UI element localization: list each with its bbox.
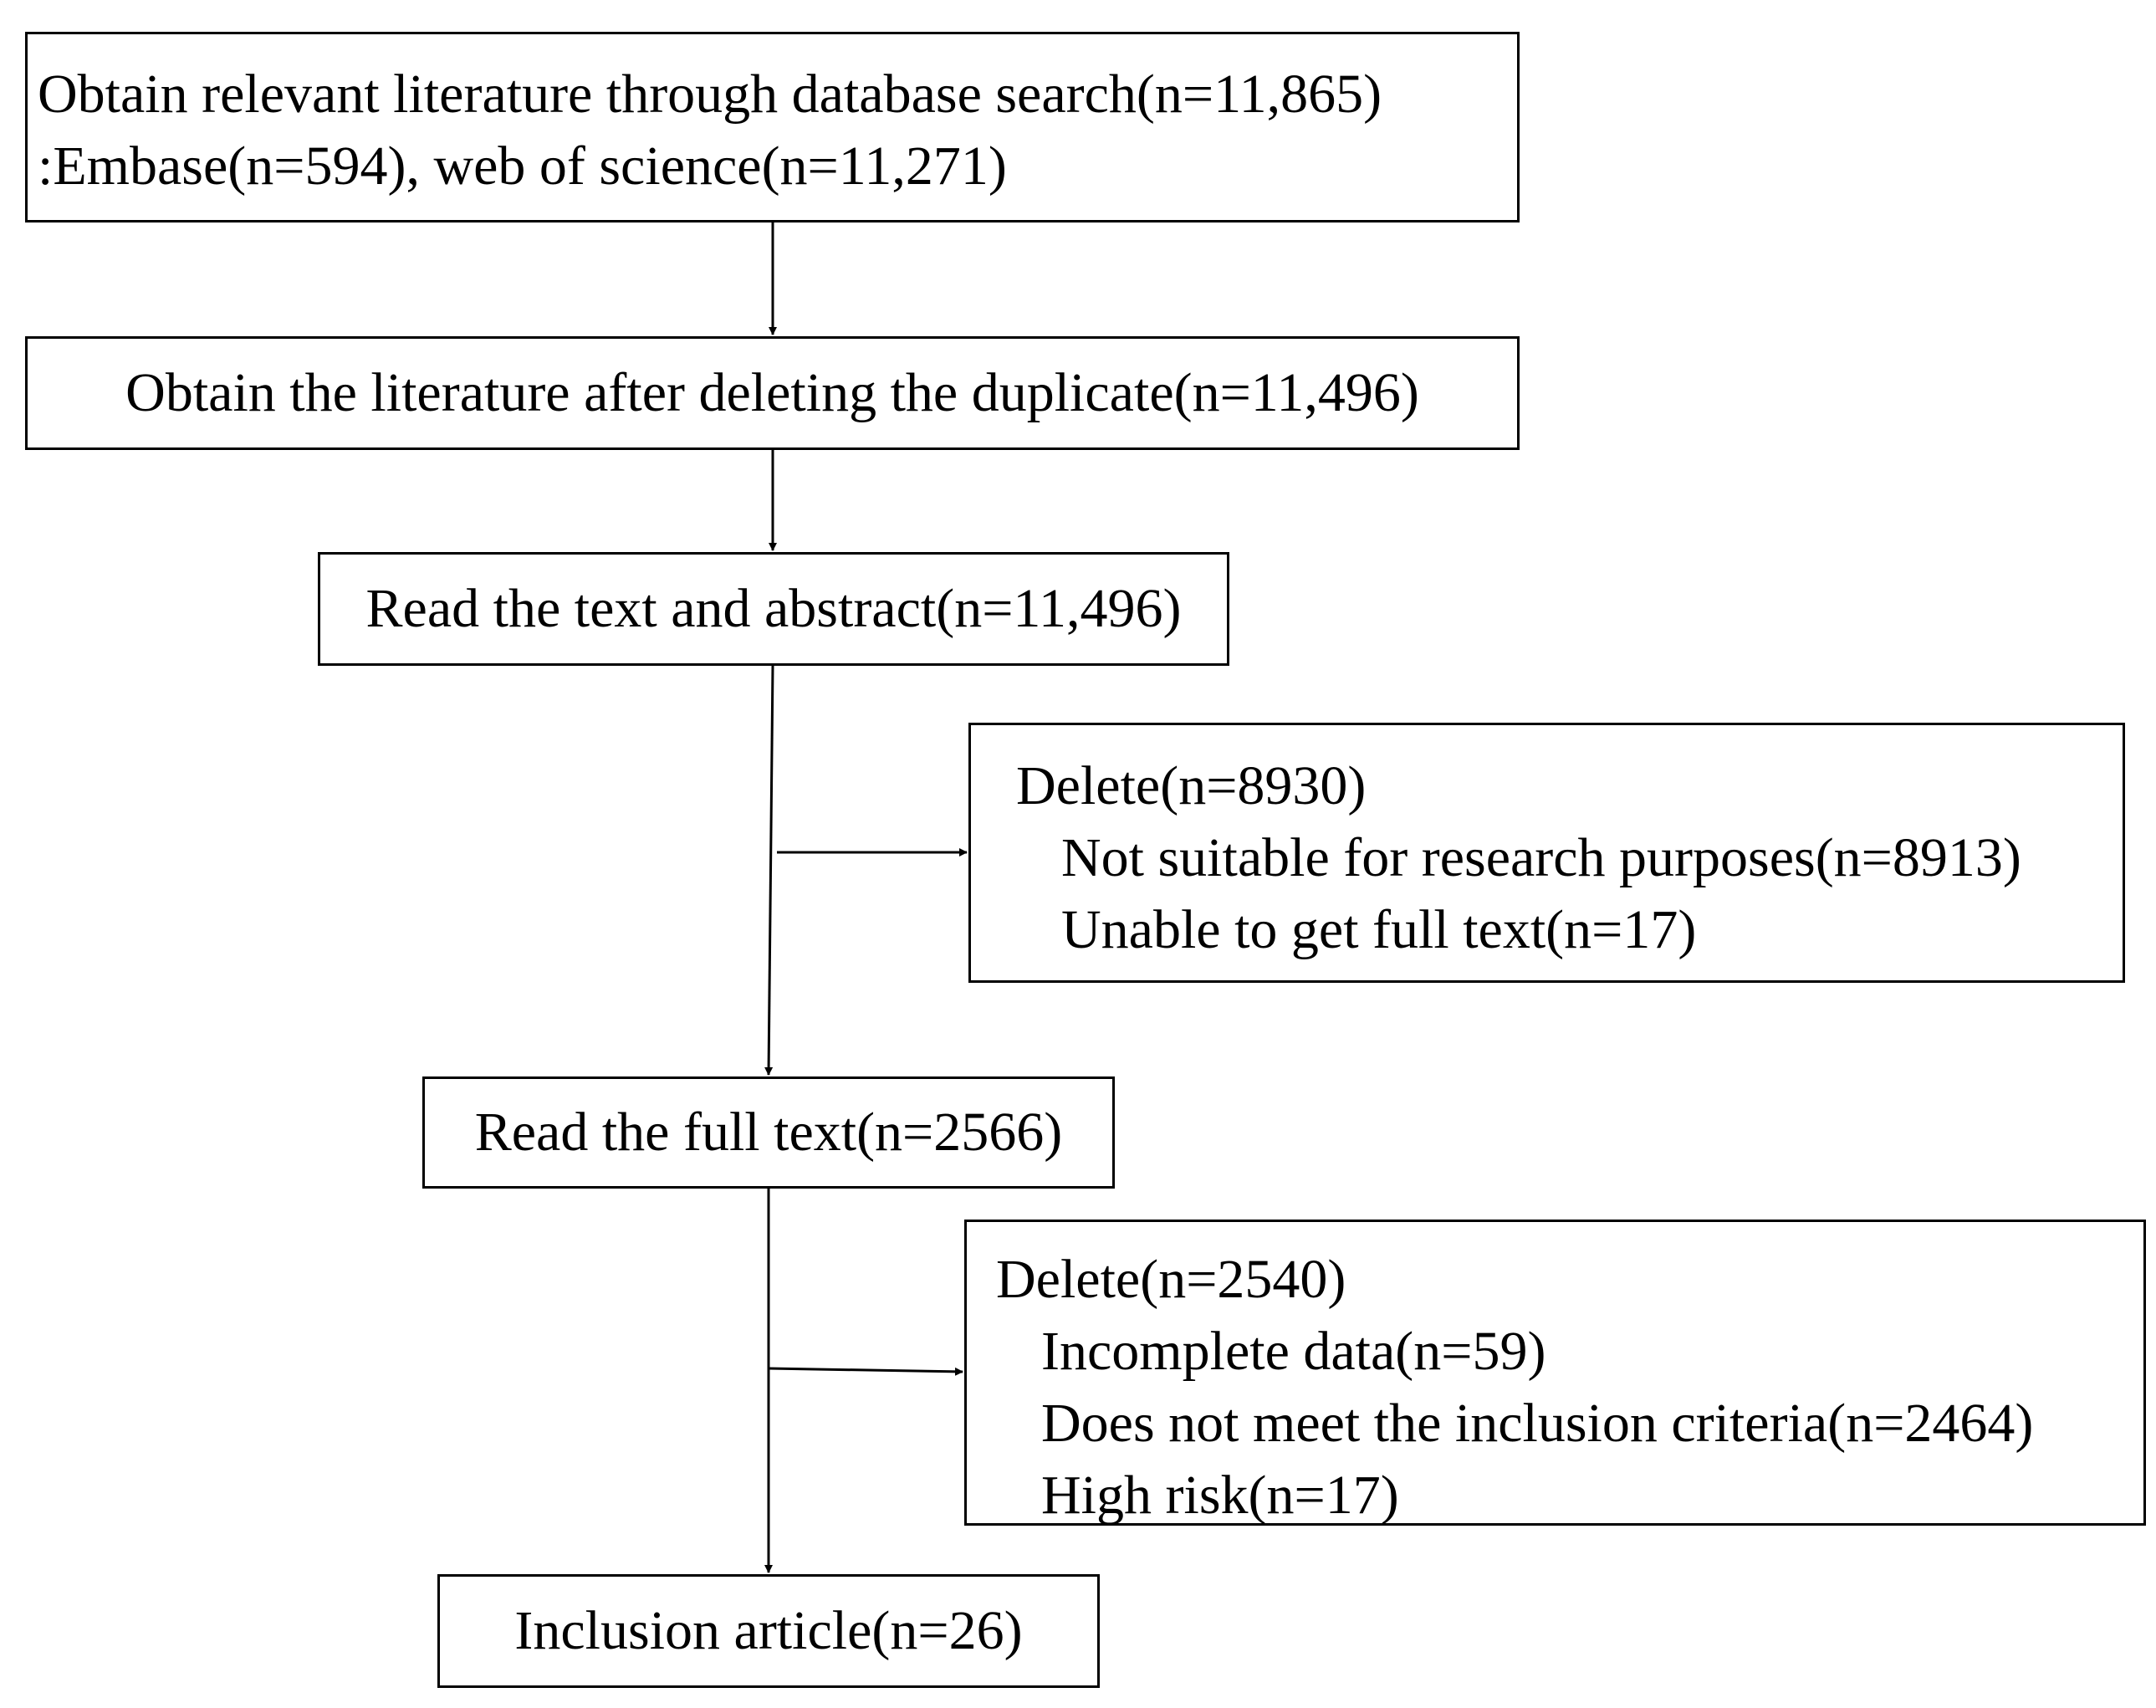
exclusion-box-1: Delete(n=8930) Not suitable for research… (968, 723, 2125, 983)
exclusion-1-title: Delete(n=8930) (1016, 755, 1367, 816)
database-search-line-2: :Embase(n=594), web of science(n=11,271) (38, 136, 1007, 197)
exclusion-1-reason: Not suitable for research purposes(n=891… (1061, 827, 2021, 888)
inclusion-label: Inclusion article(n=26) (514, 1600, 1023, 1661)
exclusion-2-title: Delete(n=2540) (996, 1249, 1346, 1310)
database-search-line-1: Obtain relevant literature through datab… (38, 64, 1382, 125)
exclusion-1-reason: Unable to get full text(n=17) (1061, 899, 1697, 960)
fulltext-screening-label: Read the full text(n=2566) (474, 1102, 1063, 1163)
exclusion-2-reason: Does not meet the inclusion criteria(n=2… (1041, 1393, 2034, 1454)
deduplication-label: Obtain the literature after deleting the… (125, 362, 1419, 423)
exclusion-box-2: Delete(n=2540) Incomplete data(n=59) Doe… (964, 1220, 2146, 1526)
fulltext-screening-box: Read the full text(n=2566) (422, 1076, 1115, 1189)
exclusion-2-reason: High risk(n=17) (1041, 1465, 1399, 1526)
abstract-screening-label: Read the text and abstract(n=11,496) (365, 578, 1182, 639)
arrow-abstract-to-fulltext (764, 665, 774, 1076)
exclusion-2-reason: Incomplete data(n=59) (1041, 1321, 1546, 1382)
arrow-to-exclusion-2 (768, 1367, 963, 1376)
deduplication-box: Obtain the literature after deleting the… (25, 336, 1520, 450)
database-search-box: Obtain relevant literature through datab… (25, 32, 1520, 222)
inclusion-box: Inclusion article(n=26) (437, 1574, 1100, 1688)
abstract-screening-box: Read the text and abstract(n=11,496) (318, 552, 1229, 666)
